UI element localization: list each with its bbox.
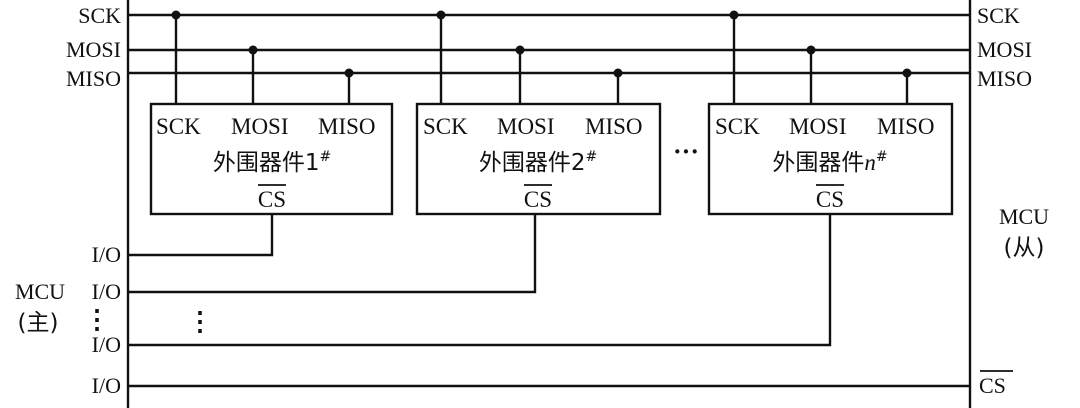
- p2-mosi-junction: [515, 45, 525, 55]
- slave-mcu-subtitle: (从): [1004, 235, 1045, 261]
- pn-miso-pin: MISO: [877, 114, 935, 139]
- p1-miso-pin: MISO: [318, 114, 376, 139]
- master-io-4: I/O: [92, 373, 121, 398]
- pn-sck-pin: SCK: [715, 114, 760, 139]
- master-mcu-block: [0, 0, 130, 408]
- peripheral-2-name: 外围器件2#: [479, 149, 597, 176]
- peripheral-1: SCK MOSI MISO 外围器件1# CS: [149, 10, 394, 216]
- master-io-3: I/O: [92, 332, 121, 357]
- slave-cs-label: CS: [979, 373, 1006, 398]
- wiring-vdots: ⋮: [187, 307, 213, 336]
- master-io-1: I/O: [92, 242, 121, 267]
- p2-mosi-pin: MOSI: [497, 114, 555, 139]
- p1-miso-junction: [344, 68, 354, 78]
- slave-mcu-block: [968, 0, 1080, 408]
- p2-cs-pin: CS: [524, 187, 552, 212]
- peripheral-n: SCK MOSI MISO 外围器件n# CS: [707, 10, 954, 216]
- between-peripherals-dots: ···: [673, 137, 699, 166]
- p1-sck-junction: [171, 10, 181, 20]
- peripheral-n-name: 外围器件n#: [772, 149, 887, 176]
- master-mcu-subtitle: (主): [18, 310, 59, 336]
- master-miso-label: MISO: [66, 66, 121, 91]
- io1-to-p1-cs-wire: [128, 214, 274, 257]
- master-sck-label: SCK: [78, 3, 121, 28]
- slave-mosi-label: MOSI: [977, 37, 1032, 62]
- peripheral-2-box: [415, 102, 662, 216]
- p2-sck-junction: [436, 10, 446, 20]
- io2-to-p2-cs-wire: [128, 214, 537, 294]
- slave-mcu-title: MCU: [999, 204, 1049, 229]
- pn-miso-junction: [902, 68, 912, 78]
- p2-sck-pin: SCK: [423, 114, 468, 139]
- pn-cs-pin: CS: [816, 187, 844, 212]
- slave-sck-label: SCK: [977, 3, 1020, 28]
- p1-mosi-junction: [248, 45, 258, 55]
- peripheral-1-name: 外围器件1#: [213, 149, 331, 176]
- p1-sck-pin: SCK: [156, 114, 201, 139]
- master-io-vdots: ⋮: [84, 305, 110, 334]
- master-mcu-title: MCU: [15, 279, 65, 304]
- peripheral-1-box: [149, 102, 394, 216]
- p1-mosi-pin: MOSI: [231, 114, 289, 139]
- p2-miso-pin: MISO: [585, 114, 643, 139]
- p2-miso-junction: [613, 68, 623, 78]
- master-mosi-label: MOSI: [66, 37, 121, 62]
- pn-sck-junction: [729, 10, 739, 20]
- master-io-2: I/O: [92, 279, 121, 304]
- peripheral-2: SCK MOSI MISO 外围器件2# CS: [415, 10, 662, 216]
- pn-mosi-pin: MOSI: [789, 114, 847, 139]
- io3-to-pn-cs-wire: [128, 214, 832, 347]
- pn-mosi-junction: [806, 45, 816, 55]
- slave-miso-label: MISO: [977, 66, 1032, 91]
- p1-cs-pin: CS: [258, 187, 286, 212]
